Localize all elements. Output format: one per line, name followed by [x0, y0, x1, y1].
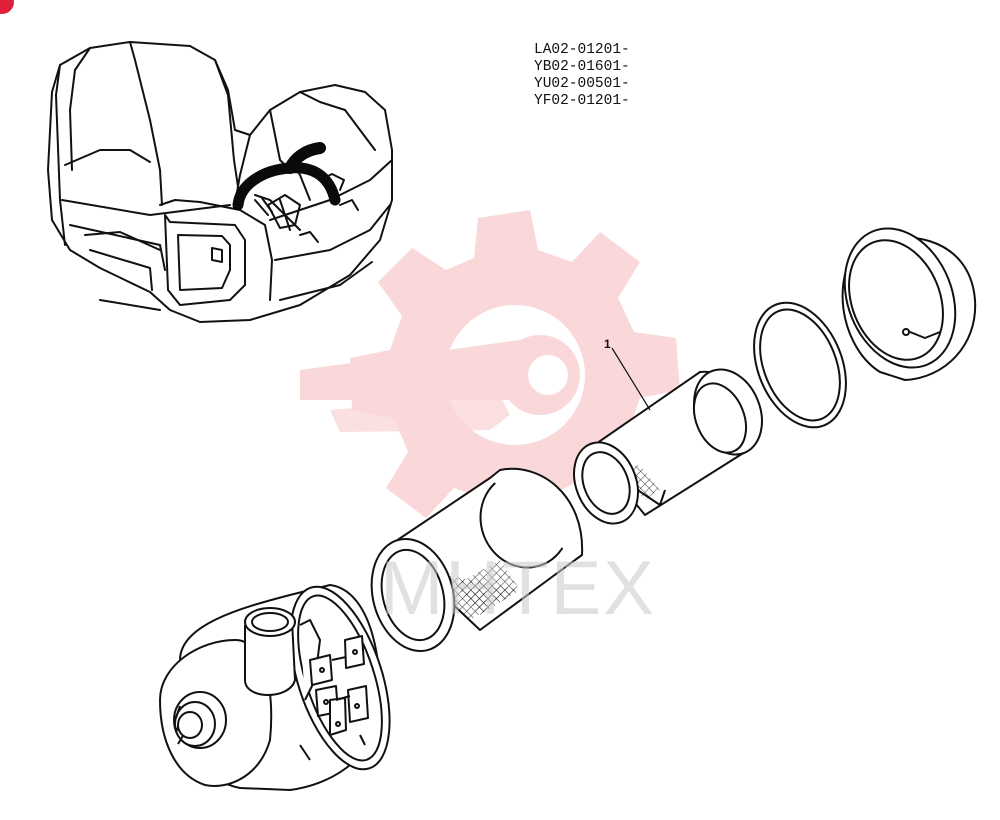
excavator-overview-illustration [47, 41, 393, 323]
serial-number-list: LA02-01201- YB02-01601- YU02-00501- YF02… [534, 42, 714, 110]
serial-number: LA02-01201- [534, 42, 630, 58]
inner-filter-element [573, 368, 763, 525]
end-cap-cover [841, 227, 977, 381]
watermark-text: MHTEX [380, 546, 656, 631]
serial-number: YB02-01601- [534, 59, 630, 75]
o-ring-gasket [753, 301, 847, 429]
callout-leader-line [611, 347, 651, 411]
serial-number: YF02-01201- [534, 93, 630, 109]
air-cleaner-housing [159, 584, 391, 791]
outer-filter-element [370, 467, 584, 653]
callout-number: 1 [604, 337, 611, 351]
serial-number: YU02-00501- [534, 76, 630, 92]
